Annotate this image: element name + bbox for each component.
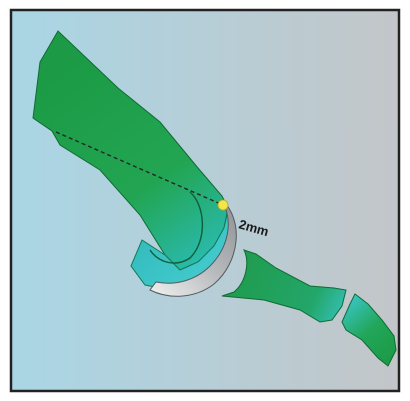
point-marker-icon: [218, 200, 228, 210]
